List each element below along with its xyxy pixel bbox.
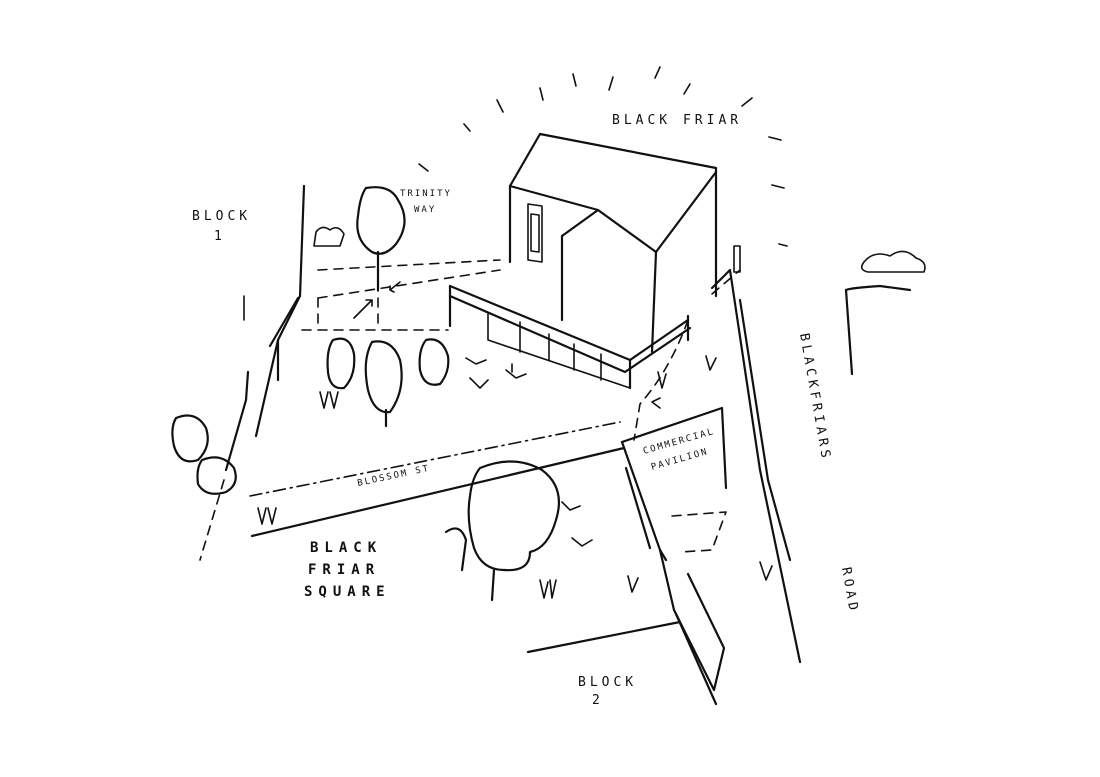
block-1-label: BLOCK [192,209,251,224]
blossom-street-edge [199,446,626,561]
people-icons [257,245,773,599]
block-2-label: BLOCK [578,675,637,690]
main-building [448,132,718,390]
block-2-number: 2 [592,693,604,708]
block-1-outline [224,184,306,472]
labels: BLACK FRIAR BLOCK 1 TRINITY WAY BLOSSOM … [192,113,861,708]
trinity-way-label: TRINITY [400,189,452,199]
square-edge [526,612,718,706]
square-label-2: FRIAR [308,562,380,578]
blackfriars-road-label: BLACKFRIARS [796,332,833,463]
black-friar-label: BLACK FRIAR [612,113,742,128]
commercial-pavilion [620,406,728,692]
blackfriars-road [710,268,912,664]
blackfriars-road-label-2: ROAD [838,566,861,615]
site-paths [301,259,741,441]
square-label-3: SQUARE [304,584,391,600]
blossom-street [249,421,621,497]
sun-rays [418,66,788,247]
tree-icons [171,186,560,602]
square-label-1: BLACK [310,540,382,556]
trinity-way-label-2: WAY [414,205,436,215]
block-1-number: 1 [214,229,226,244]
cloud-icons [313,226,926,273]
arrow-icon [353,281,661,409]
